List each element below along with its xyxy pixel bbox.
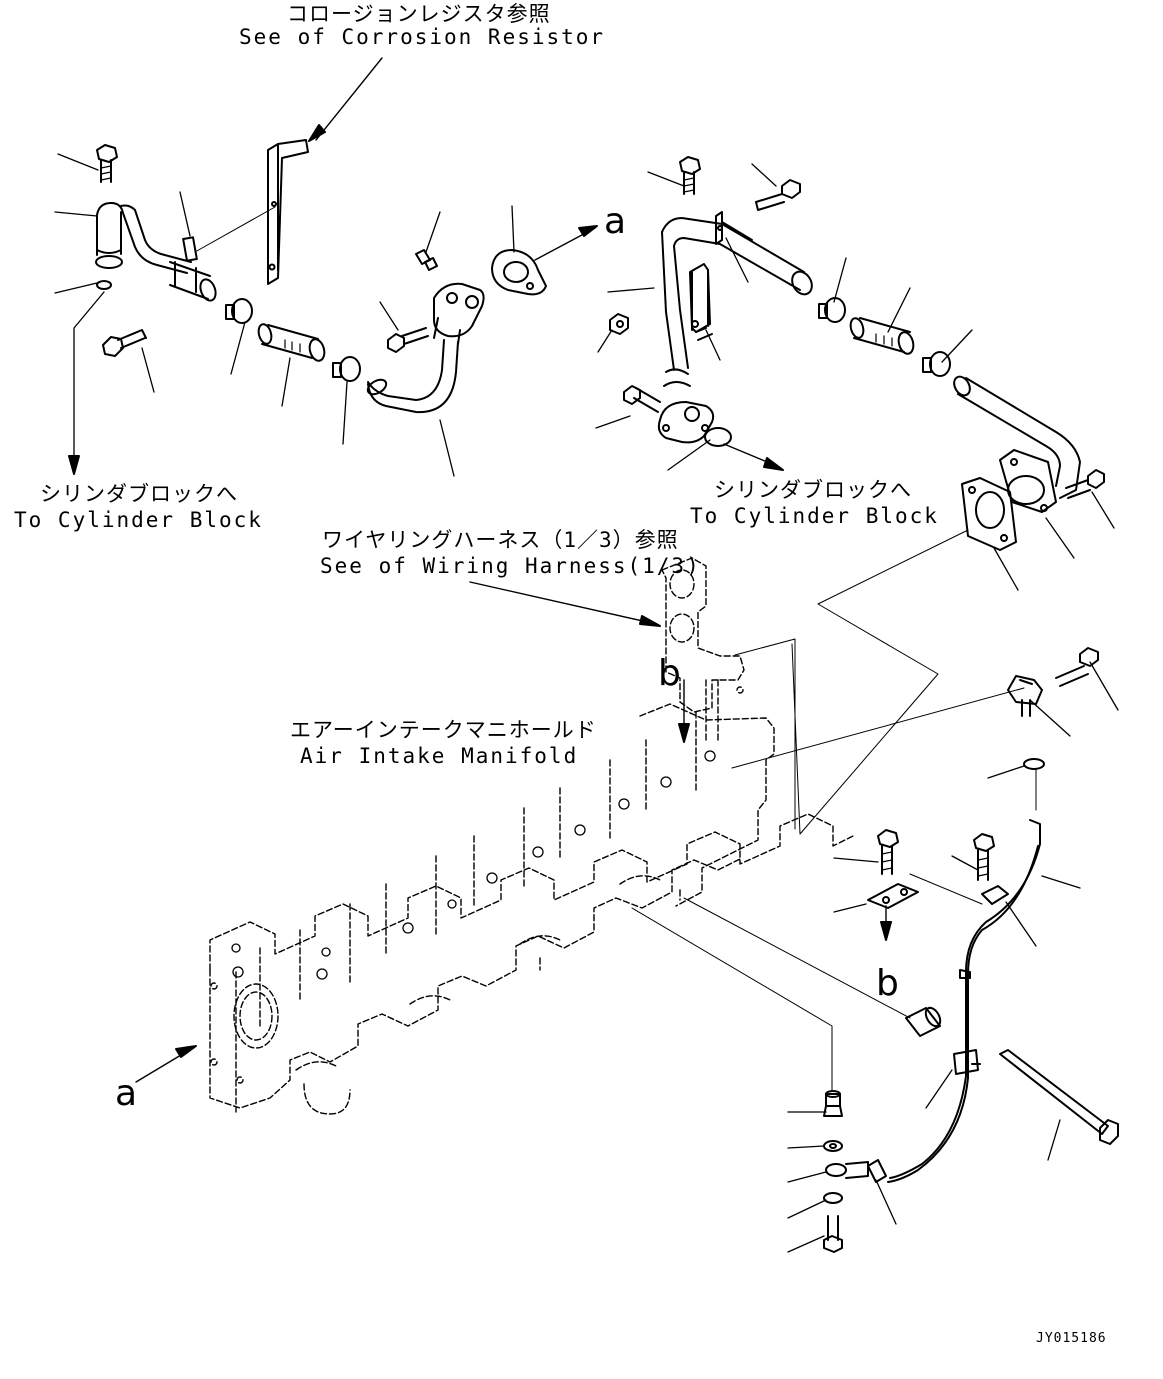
ref-mark-b-top: b — [658, 653, 681, 694]
right-outlet-pipe — [791, 375, 1115, 835]
right-hose-clamps — [818, 257, 973, 377]
left-water-pipe-assembly — [54, 144, 276, 475]
left-gasket — [491, 205, 598, 296]
air-intake-manifold-en-label: Air Intake Manifold — [300, 744, 579, 768]
air-intake-manifold — [209, 703, 854, 1115]
left-hose-clamps — [225, 298, 361, 445]
drawing-code: JY015186 — [1036, 1331, 1107, 1346]
wiring-harness-jp-label: ワイヤリングハーネス（1／3）参照 — [322, 528, 679, 552]
air-intake-manifold-jp-label: エアーインテークマニホールド — [290, 718, 597, 742]
harness-bracket — [661, 557, 745, 741]
right-water-pipe-assembly — [595, 156, 813, 471]
bracket-bolts — [833, 829, 1119, 1161]
wiring-harness-en-label: See of Wiring Harness(1/3) — [320, 554, 701, 578]
ref-mark-a-top: a — [604, 201, 627, 242]
to-cylinder-block-left-jp-label: シリンダブロックへ — [40, 482, 238, 506]
corrosion-bracket — [267, 57, 383, 285]
corrosion-resistor-en-label: See of Corrosion Resistor — [239, 25, 606, 49]
to-cylinder-block-right-jp-label: シリンダブロックへ — [714, 478, 912, 502]
to-cylinder-block-right-en-label: To Cylinder Block — [690, 504, 939, 528]
ref-mark-b-bottom: b — [876, 963, 899, 1004]
fitting-stack — [787, 1090, 869, 1253]
corrosion-resistor-jp-label: コロージョンレジスタ参照 — [287, 2, 551, 26]
ref-mark-a-bottom: a — [115, 1073, 138, 1114]
sensor-harness — [867, 647, 1119, 1225]
left-outlet-pipe — [366, 211, 485, 477]
to-cylinder-block-left-en-label: To Cylinder Block — [14, 508, 263, 532]
